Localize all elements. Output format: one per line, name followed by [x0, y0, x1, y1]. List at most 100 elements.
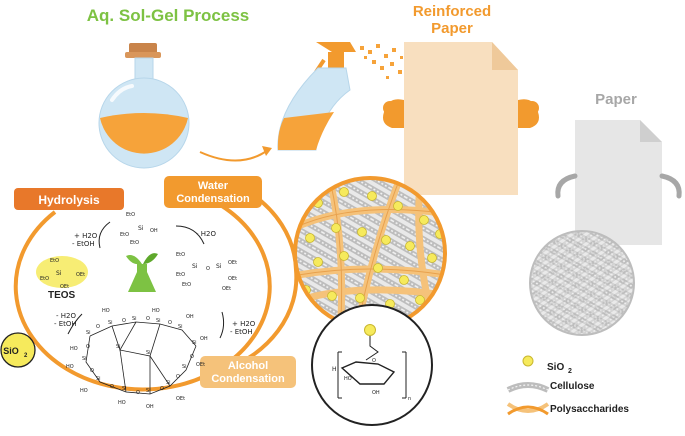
svg-text:Si: Si: [146, 388, 151, 394]
svg-text:O: O: [110, 384, 114, 390]
svg-text:Si: Si: [192, 340, 197, 346]
reinforced-paper-title-line2: Paper: [431, 20, 473, 37]
svg-text:Si: Si: [132, 316, 137, 322]
svg-text:O: O: [160, 386, 164, 392]
legend-sio2: SiO: [547, 362, 564, 373]
reaction-arrows: [67, 221, 225, 339]
teos-molecule: Si EtO OEt EtO OEt: [36, 256, 88, 290]
hydrolysis-label: Hydrolysis: [38, 193, 100, 207]
svg-text:OEt: OEt: [222, 286, 231, 292]
water-condensation-label-line1: Water: [198, 180, 229, 192]
svg-text:HO: HO: [70, 346, 78, 352]
reinforced-structure-zoom: [293, 176, 447, 330]
svg-text:HO: HO: [66, 364, 74, 370]
legend: SiO 2 Cellulose Polysaccharides: [506, 355, 629, 416]
svg-text:O: O: [146, 316, 150, 322]
svg-text:EtO: EtO: [120, 232, 129, 238]
svg-text:HO: HO: [344, 376, 352, 382]
svg-text:Si: Si: [178, 324, 183, 330]
svg-text:O: O: [136, 390, 140, 396]
legend-cellulose: Cellulose: [550, 381, 595, 392]
svg-text:Si: Si: [86, 330, 91, 336]
svg-text:HO: HO: [152, 308, 160, 314]
svg-text:O: O: [176, 374, 180, 380]
svg-text:Si: Si: [216, 263, 222, 270]
svg-text:EtO: EtO: [176, 272, 185, 278]
water-condensation-reagent: - H2O: [196, 230, 216, 238]
alcohol-condensation-reagent-remove: - EtOH: [230, 328, 253, 336]
svg-text:H: H: [332, 366, 337, 373]
svg-text:O: O: [372, 358, 376, 364]
svg-text:Si: Si: [156, 318, 161, 324]
svg-text:OH: OH: [146, 404, 154, 410]
svg-text:Si: Si: [138, 225, 144, 232]
sol-gel-title: Aq. Sol-Gel Process: [87, 6, 250, 25]
svg-text:Si: Si: [192, 263, 198, 270]
svg-text:OEt: OEt: [176, 396, 185, 402]
svg-text:Si: Si: [122, 386, 127, 392]
alcohol-condensation-label-line1: Alcohol: [228, 360, 268, 372]
svg-text:O: O: [86, 344, 90, 350]
green-flask-icon: [126, 253, 158, 292]
plain-paper-icon: [555, 120, 682, 245]
sio2-product-badge: SiO 2: [0, 332, 36, 368]
silanol-molecule: EtO Si OH EtO EtO: [120, 212, 158, 246]
svg-text:O: O: [96, 324, 100, 330]
arrow-head-icon: [262, 146, 272, 156]
hydrolysis-step: Hydrolysis: [14, 188, 124, 210]
svg-text:O: O: [206, 266, 210, 272]
cellulose-structure-zoom: [529, 230, 635, 336]
dimer-molecule: EtO Si O Si OEt EtO EtO OEt OEt: [176, 252, 237, 292]
final-reagent-remove-water: - H2O: [56, 312, 76, 320]
sio2-legend-icon: [522, 355, 534, 367]
svg-text:OH: OH: [200, 336, 208, 342]
flask-to-spray-arrow: [199, 149, 269, 162]
svg-text:OH: OH: [372, 390, 380, 396]
svg-text:Si: Si: [166, 380, 171, 386]
svg-text:HO: HO: [80, 388, 88, 394]
svg-text:EtO: EtO: [126, 212, 135, 218]
polysaccharide-molecule-zoom: O H HO OH n: [311, 304, 433, 426]
svg-text:O: O: [190, 354, 194, 360]
svg-text:OEt: OEt: [228, 260, 237, 266]
water-condensation-label-line2: Condensation: [176, 193, 250, 205]
hydrolysis-reagent-remove: - EtOH: [72, 240, 95, 248]
spray-mist: [360, 44, 403, 79]
teos-label: TEOS: [48, 290, 76, 301]
svg-text:OEt: OEt: [196, 362, 205, 368]
alcohol-condensation-label-line2: Condensation: [211, 373, 285, 385]
svg-text:EtO: EtO: [182, 282, 191, 288]
sio2-badge-subscript: 2: [24, 353, 28, 359]
svg-text:O: O: [168, 320, 172, 326]
svg-text:HO: HO: [118, 400, 126, 406]
final-reagent-remove-ethanol: - EtOH: [54, 320, 77, 328]
svg-text:O: O: [122, 318, 126, 324]
legend-polysaccharides: Polysaccharides: [550, 404, 629, 415]
spray-bottle-icon: [277, 42, 356, 151]
svg-text:OEt: OEt: [228, 276, 237, 282]
svg-text:HO: HO: [102, 308, 110, 314]
svg-text:EtO: EtO: [50, 258, 59, 264]
svg-text:OH: OH: [150, 228, 158, 234]
reinforced-paper-title-line1: Reinforced: [413, 3, 491, 20]
svg-text:n: n: [408, 396, 411, 402]
svg-text:O: O: [90, 368, 94, 374]
svg-text:Si: Si: [146, 350, 151, 356]
svg-text:Si: Si: [82, 356, 87, 362]
sol-gel-cycle: [13, 186, 299, 392]
cellulose-legend-icon: [506, 382, 550, 393]
flask-icon: [98, 43, 190, 169]
svg-text:Si: Si: [108, 320, 113, 326]
polysaccharides-legend-icon: [506, 402, 550, 416]
svg-text:OEt: OEt: [60, 284, 69, 290]
reinforced-paper-icon: [383, 42, 539, 195]
alcohol-condensation-reagent-add: + H2O: [232, 320, 256, 328]
paper-title: Paper: [595, 91, 637, 108]
svg-text:Si: Si: [56, 270, 62, 277]
svg-text:EtO: EtO: [130, 240, 139, 246]
sio2-badge-text: SiO: [3, 346, 19, 356]
svg-text:OH: OH: [186, 314, 194, 320]
